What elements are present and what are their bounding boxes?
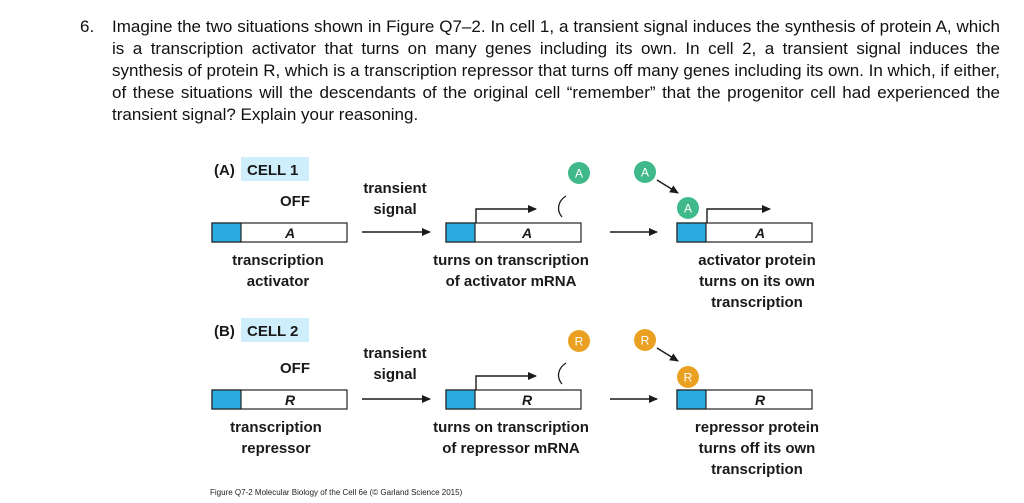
panel-a-gene-autoactive: A bbox=[676, 205, 813, 243]
panel-b-mrna-squiggle bbox=[557, 362, 567, 385]
panel-b-left-label-1: transcription bbox=[230, 419, 322, 436]
question-number: 6. bbox=[80, 17, 95, 36]
panel-a-transcription-arrow bbox=[475, 205, 537, 223]
cell-2-label-bg bbox=[241, 318, 309, 342]
svg-text:R: R bbox=[641, 334, 650, 348]
panel-a-left-label-1: transcription bbox=[232, 252, 324, 269]
svg-text:A: A bbox=[684, 202, 692, 216]
svg-text:R: R bbox=[575, 335, 584, 349]
activator-a-bound-badge: A bbox=[677, 197, 699, 219]
panel-a-left-label-2: activator bbox=[247, 273, 310, 290]
panel-b: (B) CELL 2 OFF R transcription repressor… bbox=[211, 318, 819, 478]
panel-b-gene-label: R bbox=[285, 392, 296, 408]
panel-a-right-label-1: activator protein bbox=[698, 252, 816, 269]
panel-b-transcription-arrow bbox=[475, 372, 537, 390]
panel-a-right-label-2: turns on its own bbox=[699, 273, 815, 290]
panel-b-gene-repressed: R bbox=[676, 389, 813, 410]
panel-a-gene-on: A bbox=[445, 205, 582, 243]
panel-b-signal-2: signal bbox=[373, 366, 416, 383]
panel-a-gene-on-label: A bbox=[521, 225, 532, 241]
panel-b-gene-off: R bbox=[211, 389, 348, 410]
figure-caption: Figure Q7-2 Molecular Biology of the Cel… bbox=[210, 488, 463, 497]
panel-b-signal-1: transient bbox=[363, 345, 426, 362]
panel-a-binding-arrow bbox=[656, 179, 679, 194]
panel-b-left-label-2: repressor bbox=[241, 440, 310, 457]
panel-b-middle-label-1: turns on transcription bbox=[433, 419, 589, 436]
panel-b-off-label: OFF bbox=[280, 360, 310, 377]
panel-b-tag: (B) bbox=[214, 323, 235, 340]
panel-b-middle-label-2: of repressor mRNA bbox=[442, 440, 580, 457]
panel-b-gene-on-label: R bbox=[522, 392, 533, 408]
svg-text:A: A bbox=[575, 167, 583, 181]
cell-2-label: CELL 2 bbox=[247, 323, 298, 340]
cell-1-label: CELL 1 bbox=[247, 162, 298, 179]
panel-a-signal-2: signal bbox=[373, 201, 416, 218]
question-text: Imagine the two situations shown in Figu… bbox=[112, 17, 1000, 124]
activator-a-badge-1: A bbox=[568, 162, 590, 184]
panel-a-middle-label-1: turns on transcription bbox=[433, 252, 589, 269]
panel-b-right-label-2: turns off its own bbox=[699, 440, 816, 457]
cell-1-label-bg bbox=[241, 157, 309, 181]
panel-a-signal-1: transient bbox=[363, 180, 426, 197]
panel-b-binding-arrow bbox=[656, 347, 679, 362]
panel-a-mrna-squiggle bbox=[557, 195, 567, 218]
panel-a-tag: (A) bbox=[214, 162, 235, 179]
repressor-r-bound-badge: R bbox=[677, 366, 699, 388]
panel-a-auto-transcription-arrow bbox=[706, 205, 771, 223]
panel-a: (A) CELL 1 OFF A transcription activator… bbox=[211, 157, 816, 311]
panel-a-gene-off: A bbox=[211, 222, 348, 243]
repressor-r-badge-2: R bbox=[634, 329, 656, 351]
panel-a-gene-label: A bbox=[284, 225, 295, 241]
activator-a-badge-2: A bbox=[634, 161, 656, 183]
panel-a-right-label-3: transcription bbox=[711, 294, 803, 311]
svg-text:A: A bbox=[641, 166, 649, 180]
panel-a-middle-label-2: of activator mRNA bbox=[446, 273, 577, 290]
panel-b-gene-rep-label: R bbox=[755, 392, 766, 408]
svg-text:R: R bbox=[684, 371, 693, 385]
repressor-r-badge-1: R bbox=[568, 330, 590, 352]
question: 6. Imagine the two situations shown in F… bbox=[80, 16, 1000, 126]
panel-b-right-label-3: transcription bbox=[711, 461, 803, 478]
panel-b-right-label-1: repressor protein bbox=[695, 419, 819, 436]
panel-b-gene-on: R bbox=[445, 372, 582, 410]
panel-a-gene-auto-label: A bbox=[754, 225, 765, 241]
panel-a-off-label: OFF bbox=[280, 193, 310, 210]
